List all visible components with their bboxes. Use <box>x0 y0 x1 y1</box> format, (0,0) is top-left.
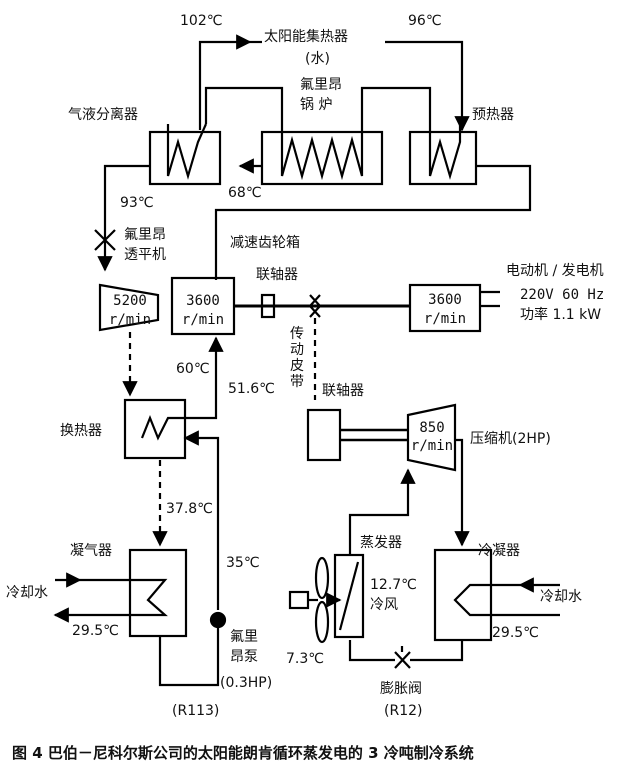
fan-motor <box>288 590 310 610</box>
valve-shape <box>394 646 411 669</box>
temp-35: 35℃ <box>226 555 260 571</box>
gearbox-label: 减速齿轮箱 <box>230 235 300 251</box>
motor-power: 功率 1.1 kW <box>520 307 602 323</box>
temp-68: 68℃ <box>228 185 262 201</box>
pipe-separator-turbine <box>97 164 150 272</box>
preheater-box <box>408 130 478 186</box>
fan-blade-top <box>314 556 330 600</box>
compressor-rpm: 850 <box>419 420 445 436</box>
condenser-right-coil <box>453 583 520 617</box>
motor-rpm: 3600 <box>428 292 462 308</box>
pipe-evap-compressor <box>348 468 416 555</box>
boiler-label-2: 锅 炉 <box>300 97 333 113</box>
pipe-preheater-return <box>214 164 532 280</box>
preheater-label: 预热器 <box>472 107 514 123</box>
evap-diag <box>338 561 360 631</box>
compressor-unit: r/min <box>410 438 454 454</box>
pump-label-2: 昂泵 <box>230 649 258 665</box>
r113-label: (R113) <box>172 703 220 719</box>
temp-29-5-right: 29.5℃ <box>492 625 539 641</box>
temp-7-3: 7.3℃ <box>286 651 324 667</box>
motor-voltage: 220V 60 Hz <box>520 287 605 303</box>
coupling-2-shape <box>306 408 342 462</box>
r12-label: (R12) <box>384 703 423 719</box>
cooling-water-left-label: 冷却水 <box>6 585 48 601</box>
motor-gen-label: 电动机 / 发电机 <box>506 263 604 279</box>
temp-51-6: 51.6℃ <box>228 381 275 397</box>
evaporator-label: 蒸发器 <box>360 535 402 551</box>
fan-blade-bottom <box>314 600 330 644</box>
pipe-valve-evap <box>348 640 395 662</box>
coupling-label-2: 联轴器 <box>322 383 364 399</box>
cold-wind-label: 冷风 <box>370 597 398 613</box>
coupling-label-1: 联轴器 <box>256 267 298 283</box>
motor-leads <box>480 290 500 308</box>
pump-label-1: 氟里 <box>230 629 258 645</box>
pump-power: (0.3HP) <box>220 675 273 691</box>
condenser-right-label: 冷凝器 <box>478 543 520 559</box>
belt-label: 传动皮带 <box>290 326 304 391</box>
pipe-boiler-separator <box>204 86 284 124</box>
heat-exchanger-box <box>123 398 187 460</box>
boiler-label-1: 氟里昂 <box>300 77 342 93</box>
temp-29-5-left: 29.5℃ <box>72 623 119 639</box>
condenser-right-box <box>433 548 493 642</box>
temp-37-8: 37.8℃ <box>166 501 213 517</box>
preheater-coil <box>428 124 462 180</box>
expansion-valve-label: 膨胀阀 <box>380 681 422 697</box>
shaft-2 <box>340 428 408 442</box>
temp-93: 93℃ <box>120 195 154 211</box>
separator-box <box>148 130 222 186</box>
motor-box <box>408 283 482 333</box>
temp-60: 60℃ <box>176 361 210 377</box>
turbine-rpm: 5200 <box>113 293 147 309</box>
temp-102: 102℃ <box>180 13 223 29</box>
pipe-condenser-pump <box>158 625 220 687</box>
turbine-shape <box>98 283 160 332</box>
pipe-pump-hx <box>183 430 220 610</box>
pipe-51-6 <box>185 336 224 420</box>
boiler-box <box>260 130 384 186</box>
boiler-coil <box>280 124 364 181</box>
solar-collector-label: 太阳能集热器 <box>264 29 348 45</box>
water-label: (水) <box>305 51 330 67</box>
gearbox-unit: r/min <box>181 312 225 328</box>
figure-caption: 图 4 巴伯－尼科尔斯公司的太阳能朗肯循环蒸发电的 3 冷吨制冷系统 <box>12 744 474 762</box>
compressor-label: 压缩机(2HP) <box>470 431 551 447</box>
cooling-water-right-label: 冷却水 <box>540 589 582 605</box>
condenser-box <box>128 548 188 638</box>
pipe-boiler-preheater <box>360 86 432 124</box>
heat-exchanger-coil <box>140 415 185 441</box>
temp-96: 96℃ <box>408 13 442 29</box>
pipe-cond-valve <box>410 640 464 662</box>
condenser-coil <box>80 578 168 617</box>
turbine-label-2: 透平机 <box>124 247 166 263</box>
separator-coil <box>166 123 208 180</box>
condenser-label: 凝气器 <box>70 543 112 559</box>
pipe-compressor-out <box>454 438 470 547</box>
pump-shape <box>209 611 227 629</box>
gearbox-rpm: 3600 <box>186 293 220 309</box>
pipe-solar-right <box>385 40 470 132</box>
compressor-shape <box>406 403 457 472</box>
coupling-shape <box>260 293 276 319</box>
turbine-unit: r/min <box>108 312 152 328</box>
pipe-solar-left <box>198 34 252 130</box>
belt-pulley <box>308 294 322 318</box>
motor-unit: r/min <box>423 311 467 327</box>
turbine-label-1: 氟里昂 <box>124 227 166 243</box>
temp-12-7: 12.7℃ <box>370 577 417 593</box>
turbine-valve <box>94 229 116 251</box>
separator-label: 气液分离器 <box>68 107 138 123</box>
heat-exchanger-label: 换热器 <box>60 423 102 439</box>
